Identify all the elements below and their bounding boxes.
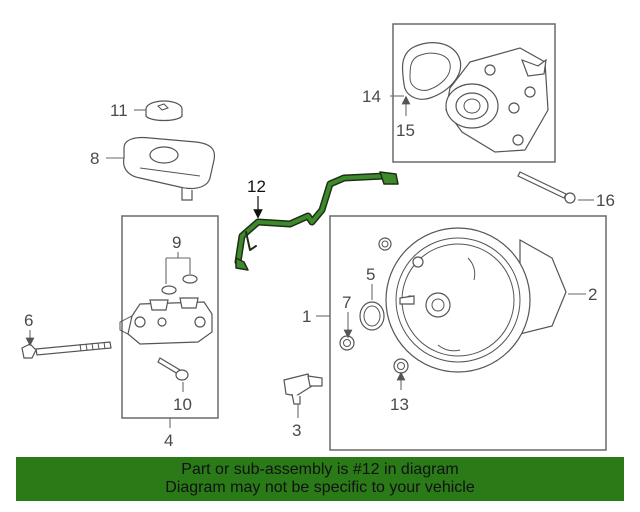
seals-9 [161, 274, 198, 295]
vacuum-pump-box [392, 23, 556, 163]
grommet-7 [339, 335, 355, 351]
vacuum-sensor [283, 373, 323, 405]
brake-booster [385, 227, 567, 373]
callout-16: 16 [596, 191, 615, 210]
callout-3: 3 [292, 421, 301, 440]
callout-14: 14 [362, 87, 381, 106]
callout-10: 10 [173, 395, 192, 414]
bolt-16 [517, 171, 576, 204]
master-cylinder [119, 297, 213, 345]
seal-ring-5 [359, 301, 385, 331]
callout-5: 5 [366, 265, 375, 284]
callout-7: 7 [342, 293, 351, 312]
vacuum-pump [401, 42, 549, 153]
callout-1: 1 [302, 307, 311, 326]
bolt-10 [157, 357, 189, 381]
info-banner: Part or sub-assembly is #12 in diagram D… [16, 457, 624, 501]
grommet-small-top [378, 237, 392, 251]
fluid-reservoir [123, 136, 216, 201]
callout-13: 13 [390, 395, 409, 414]
vacuum-hose-12 [234, 171, 399, 271]
callout-8: 8 [90, 149, 99, 168]
callout-12: 12 [247, 177, 266, 196]
banner-line-2: Diagram may not be specific to your vehi… [165, 479, 475, 496]
grommet-13 [393, 358, 409, 374]
callout-15: 15 [396, 121, 415, 140]
callout-9: 9 [172, 233, 181, 252]
callout-11: 11 [110, 101, 128, 120]
callout-4: 4 [164, 431, 173, 450]
callout-6: 6 [24, 311, 33, 330]
bolt-6 [21, 341, 112, 359]
banner-line-1: Part or sub-assembly is #12 in diagram [181, 461, 459, 478]
reservoir-cap [145, 100, 183, 122]
callout-2: 2 [588, 285, 597, 304]
brake-booster-box [329, 215, 607, 451]
